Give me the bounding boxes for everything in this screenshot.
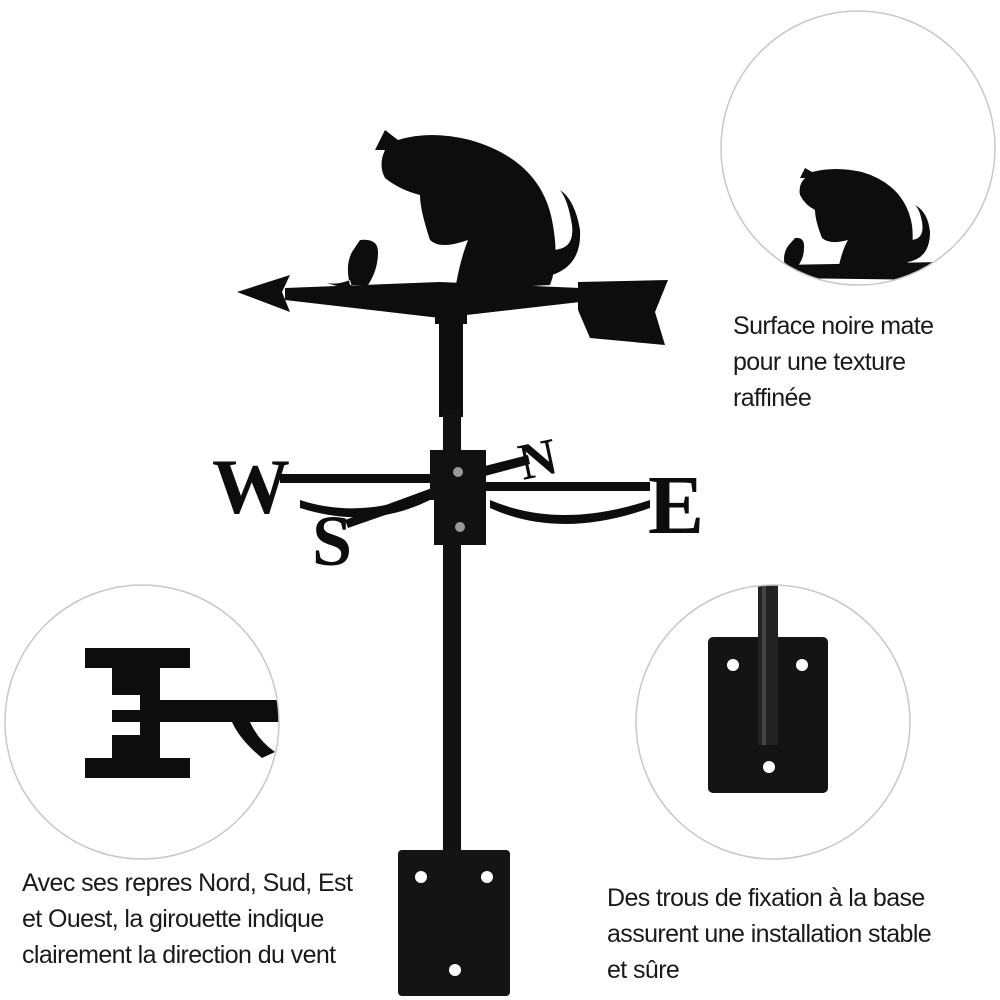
arrow <box>237 275 668 345</box>
caption-matte-surface: Surface noire mate pour une texture raff… <box>733 308 934 416</box>
center-bracket <box>430 450 486 545</box>
caption-compass-directions: Avec ses repres Nord, Sud, Est et Ouest,… <box>22 865 353 973</box>
compass-letter-south: S <box>312 501 352 581</box>
caption-line: et sûre <box>607 956 680 984</box>
base-plate <box>398 850 510 996</box>
mouse-silhouette <box>325 239 378 288</box>
detail-circle-cat <box>780 168 940 280</box>
caption-mounting-holes: Des trous de fixation à la base assurent… <box>607 880 932 988</box>
detail-circle-base-border <box>635 584 911 860</box>
caption-line: Surface noire mate <box>733 312 934 340</box>
compass-letter-east: E <box>648 459 704 552</box>
caption-line: assurent une installation stable <box>607 920 932 948</box>
compass-letter-west: W <box>212 443 290 530</box>
caption-line: et Ouest, la girouette indique <box>22 905 324 933</box>
cat-silhouette <box>375 130 581 290</box>
pole-upper <box>439 322 463 417</box>
caption-line: Des trous de fixation à la base <box>607 884 925 912</box>
detail-circle-east-border <box>4 584 280 860</box>
detail-circle-cat-border <box>720 10 996 286</box>
detail-circle-base <box>708 585 828 793</box>
caption-line: clairement la direction du vent <box>22 941 336 969</box>
caption-line: Avec ses repres Nord, Sud, Est <box>22 869 353 897</box>
caption-line: raffinée <box>733 384 812 412</box>
caption-line: pour une texture <box>733 348 906 376</box>
detail-circle-east-letter <box>85 648 279 778</box>
